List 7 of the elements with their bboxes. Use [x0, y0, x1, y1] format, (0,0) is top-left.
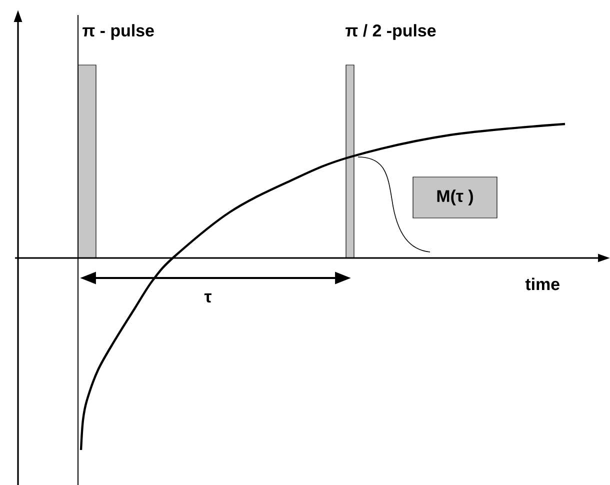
axis-label: π - pulse: [82, 24, 154, 40]
pulse-bar: [346, 64, 354, 258]
signal-box: M(τ ): [412, 176, 498, 218]
axis-label: π / 2 -pulse: [346, 24, 436, 40]
axis-label: τ: [204, 293, 212, 303]
pulse-bar: [78, 64, 96, 258]
axis-label: time: [525, 278, 560, 290]
